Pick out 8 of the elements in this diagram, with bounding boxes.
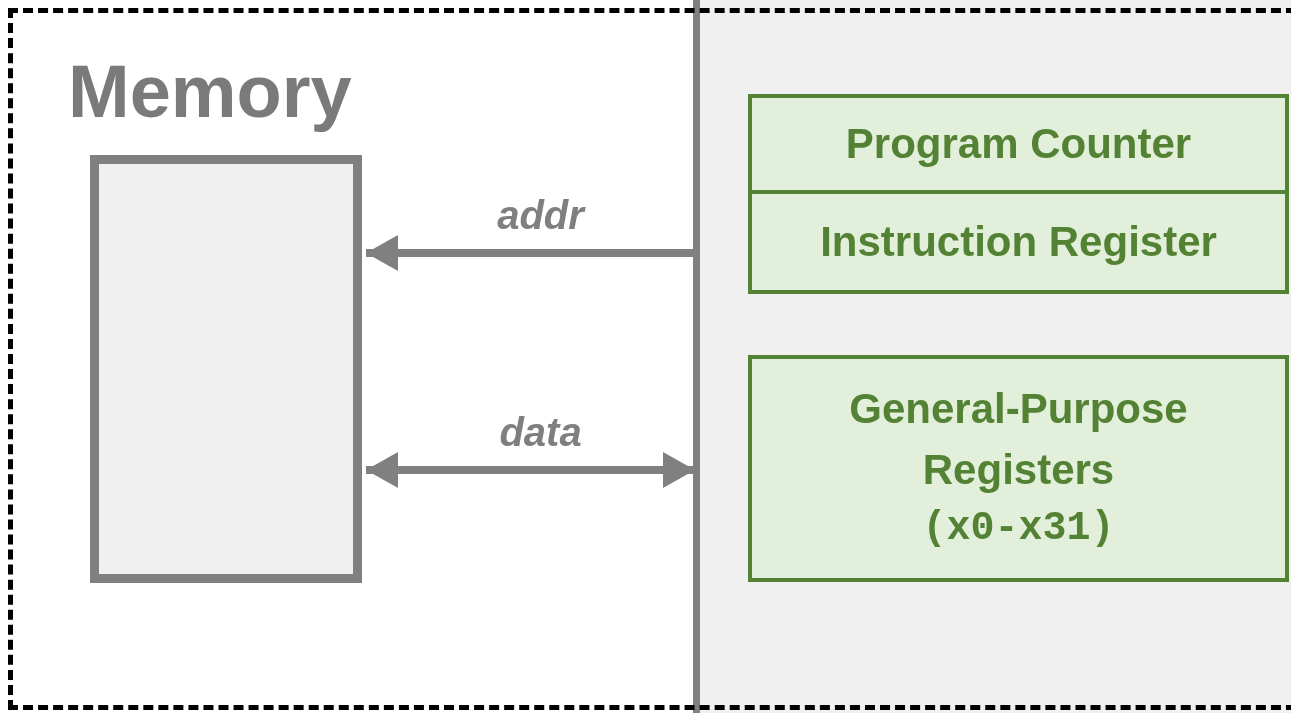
register-label: General-Purpose Registers: [848, 383, 1189, 495]
edge-label: data: [499, 410, 582, 455]
register-box: [748, 355, 1289, 582]
register-label: Instruction Register: [820, 216, 1217, 267]
register-label: Program Counter: [845, 118, 1192, 169]
register-range: (x0-x31): [922, 505, 1115, 554]
processor-panel: [693, 0, 1291, 713]
edge-label: addr: [497, 193, 584, 238]
